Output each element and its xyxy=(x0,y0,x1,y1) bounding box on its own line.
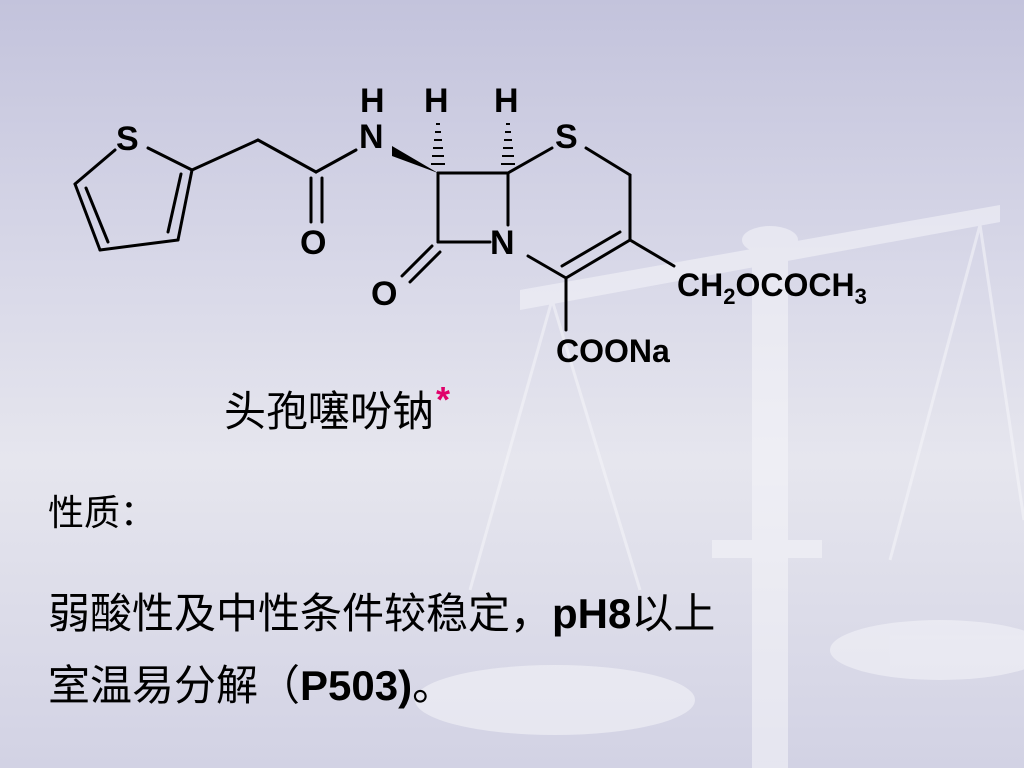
side-chain-subscript-2: 2 xyxy=(723,284,735,309)
side-chain-middle: OCOCH xyxy=(735,267,854,303)
amide-nitrogen-label: N xyxy=(359,118,384,156)
ph-value: pH8 xyxy=(552,590,632,637)
properties-line-2: 室温易分解（P503)。 xyxy=(48,652,454,713)
cephalothin-sodium-structure: S O N H O N H H S CH2OCOCH3 COONa xyxy=(73,82,867,369)
lactam-oxygen-label: O xyxy=(371,275,397,313)
carboxylate-group-label: COONa xyxy=(556,333,670,369)
compound-name: 头孢噻吩钠* xyxy=(224,378,450,439)
importance-marker: * xyxy=(436,379,451,420)
properties-heading: 性质： xyxy=(48,493,157,534)
c6-hydrogen-label: H xyxy=(494,82,519,120)
thiophene-ring xyxy=(73,146,194,252)
c7-hydrogen-label: H xyxy=(424,82,449,120)
properties-line-1-text: 弱酸性及中性条件较稳定， xyxy=(48,589,553,638)
properties-line-1-end: 以上 xyxy=(631,589,716,638)
thiophene-sulfur-label: S xyxy=(116,120,139,158)
ring-nitrogen-label: N xyxy=(490,224,515,262)
ring-sulfur-label: S xyxy=(555,118,578,156)
properties-line-1: 弱酸性及中性条件较稳定，pH8以上 xyxy=(48,580,715,641)
side-chain-prefix: CH xyxy=(677,267,723,303)
amide-hydrogen-label: H xyxy=(360,82,385,120)
side-chain-subscript-3: 3 xyxy=(855,284,867,309)
compound-name-text: 头孢噻吩钠 xyxy=(224,387,435,436)
amide-oxygen-label: O xyxy=(300,224,326,262)
properties-line-2-end: 。 xyxy=(412,661,455,710)
page-reference: P503) xyxy=(300,662,413,709)
acetoxymethyl-group-label: CH2OCOCH3 xyxy=(677,267,867,309)
properties-line-2-text: 室温易分解（ xyxy=(48,661,301,710)
